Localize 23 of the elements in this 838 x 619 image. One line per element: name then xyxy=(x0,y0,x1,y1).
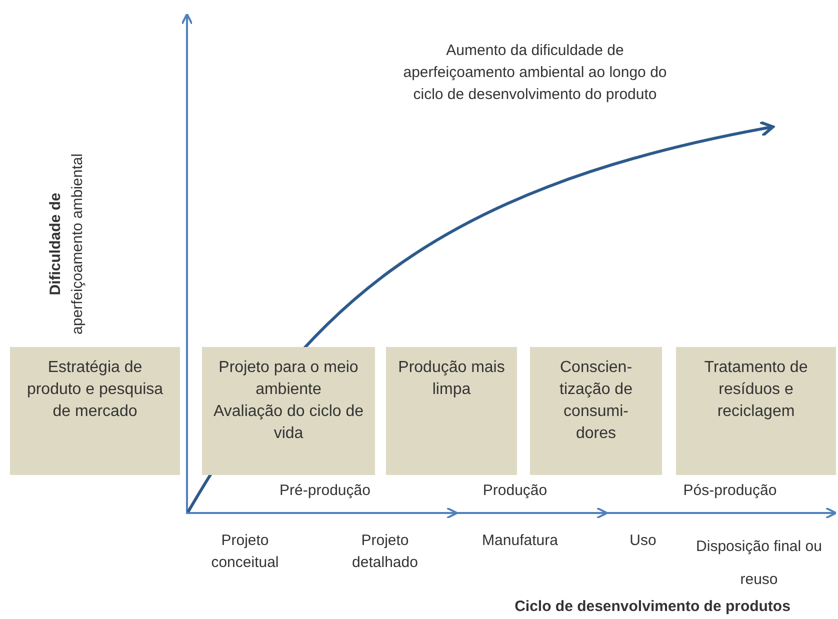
stage-text: Tratamento de resíduos e reciclagem xyxy=(703,358,809,422)
annotation-text: Aumento da dificuldade de aperfeiçoamento ambiental ao longo do ciclo de desenvolvimento do produto xyxy=(402,41,668,105)
stage-box xyxy=(676,347,836,475)
stage-text: Projeto para o meio ambiente xyxy=(218,358,360,400)
stage-text: Conscien-tização de consumi-dores xyxy=(558,358,634,444)
axis-label: Manufatura xyxy=(481,531,559,551)
stage-box xyxy=(386,347,517,475)
axis-label: Projeto conceitual xyxy=(210,531,280,573)
axis-label: Disposição final ou reuso xyxy=(695,537,823,590)
axis-title: Dificuldade de xyxy=(46,192,65,298)
axis-title: aperfeiçoamento ambiental xyxy=(68,152,87,336)
stage-box xyxy=(202,347,375,475)
axis-label: Uso xyxy=(628,531,658,551)
axis-label: Pré-produção xyxy=(278,481,372,501)
axis-label: Projeto detalhado xyxy=(351,531,419,573)
stage-text: Avaliação do ciclo de vida xyxy=(212,402,365,444)
stage-text: Estratégia de produto e pesquisa de mercado xyxy=(26,358,164,422)
stage-box xyxy=(10,347,180,475)
stage-text: Produção mais limpa xyxy=(397,358,506,400)
axis-label: Produção xyxy=(482,481,548,501)
stage-box xyxy=(530,347,662,475)
axis-label: Pós-produção xyxy=(682,481,778,501)
axis-title: Ciclo de desenvolvimento de produtos xyxy=(514,597,792,617)
